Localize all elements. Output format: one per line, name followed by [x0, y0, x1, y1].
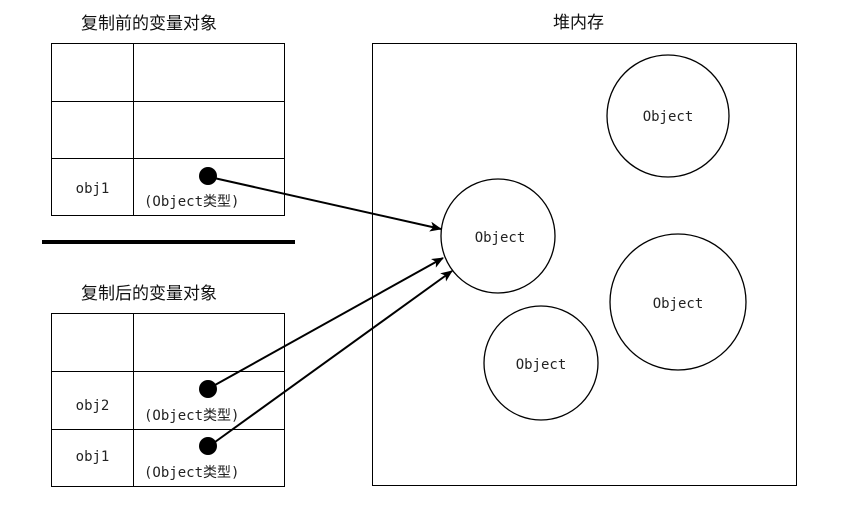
variable-name-cell: [52, 102, 134, 158]
object-label: Object: [653, 296, 704, 312]
variable-name-cell: obj1: [52, 430, 134, 486]
heap-memory-title: 堆内存: [553, 13, 604, 33]
variable-name: obj1: [75, 181, 110, 197]
heap-object-top-right: Object: [606, 54, 730, 178]
reference-arrow-after-obj2: [214, 257, 444, 386]
pointer-dot-before-obj1: [199, 167, 217, 185]
after-copy-variable-table: obj2 (Object类型) obj1 (Object类型): [51, 313, 285, 487]
heap-object-middle-right: Object: [609, 233, 747, 371]
object-label: Object: [643, 109, 694, 125]
table-row-obj1: obj1 (Object类型): [52, 158, 284, 215]
type-label: (Object类型): [144, 408, 240, 424]
variable-value-cell: (Object类型): [134, 430, 284, 486]
reference-arrow-after-obj1: [214, 270, 453, 443]
section-divider: [42, 240, 295, 244]
reference-arrow-before-obj1: [213, 177, 442, 232]
pointer-dot-after-obj1: [199, 437, 217, 455]
variable-name-cell: obj1: [52, 159, 134, 215]
variable-value-cell: (Object类型): [134, 159, 284, 215]
variable-name-cell: [52, 44, 134, 101]
before-copy-variable-table: obj1 (Object类型): [51, 43, 285, 216]
type-label: (Object类型): [144, 465, 240, 481]
table-row-obj1: obj1 (Object类型): [52, 429, 284, 486]
heap-object-bottom-middle: Object: [483, 305, 599, 421]
table-row-obj2: obj2 (Object类型): [52, 371, 284, 429]
table-row: [52, 314, 284, 371]
type-label: (Object类型): [144, 194, 240, 210]
after-copy-title: 复制后的变量对象: [81, 284, 217, 304]
table-row: [52, 44, 284, 101]
object-label: Object: [516, 357, 567, 373]
variable-value-cell: (Object类型): [134, 372, 284, 429]
variable-name: obj2: [75, 398, 110, 414]
before-copy-title: 复制前的变量对象: [81, 14, 217, 34]
pointer-dot-after-obj2: [199, 380, 217, 398]
heap-memory-box: [372, 43, 797, 486]
object-label: Object: [475, 230, 526, 246]
variable-name-cell: obj2: [52, 372, 134, 429]
variable-name: obj1: [75, 449, 110, 465]
table-row: [52, 101, 284, 158]
variable-name-cell: [52, 314, 134, 371]
heap-object-referenced: Object: [440, 178, 556, 294]
